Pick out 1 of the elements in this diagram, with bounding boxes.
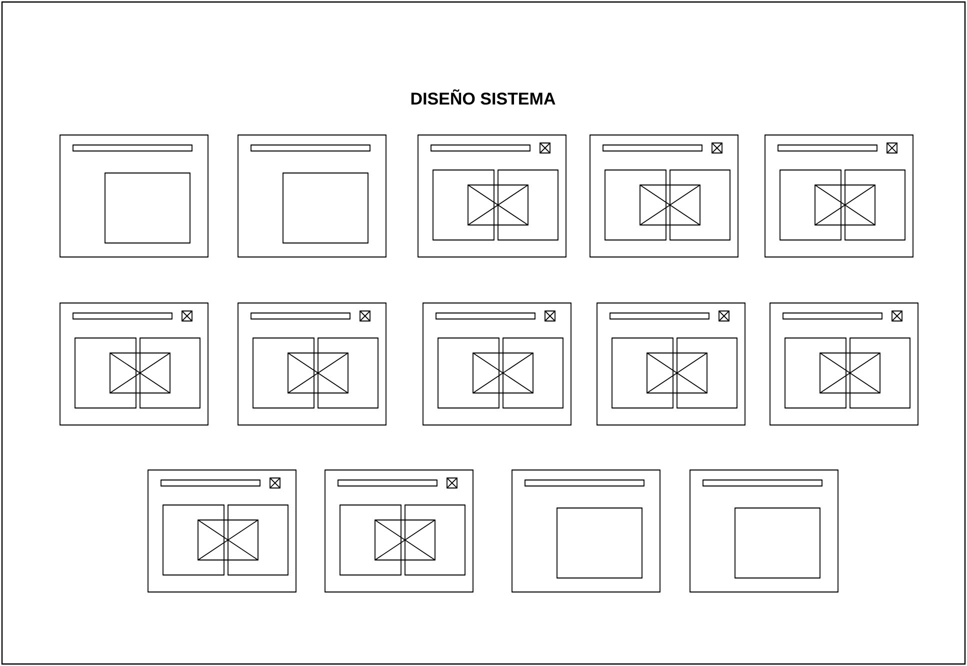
title: DISEÑO SISTEMA <box>411 89 556 105</box>
